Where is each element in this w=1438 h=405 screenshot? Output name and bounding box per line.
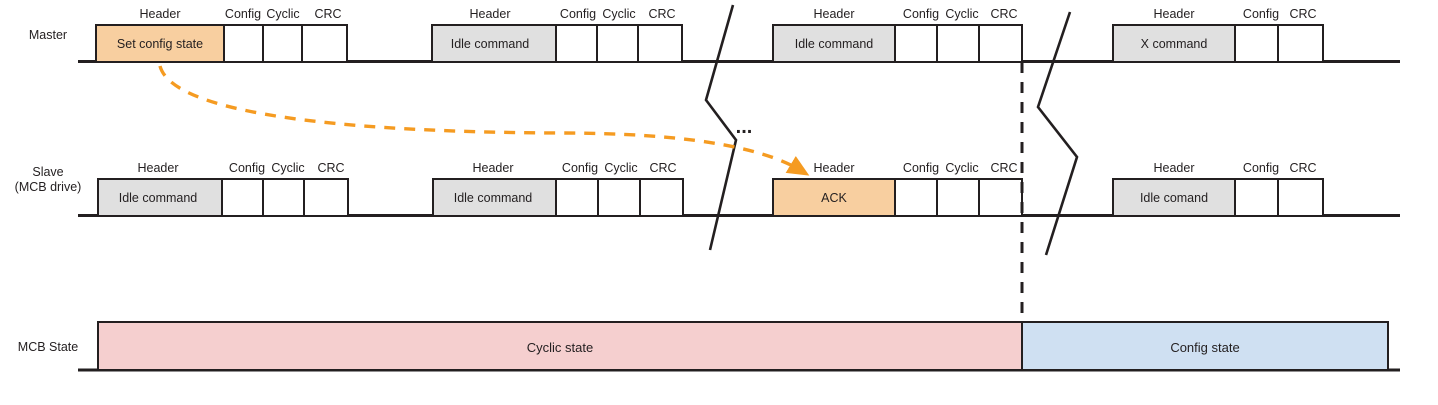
master-frame-3-header-label: Header — [814, 7, 855, 21]
row-label-slave-line1: Slave — [32, 165, 63, 179]
master-frame-2-config-label: Config — [560, 7, 596, 21]
slave-frame-4-config-box — [1234, 178, 1279, 217]
state-config-box — [1021, 321, 1389, 371]
master-frame-2-crc-box — [637, 24, 683, 63]
timeline-ellipsis: ... — [736, 116, 753, 138]
row-label-slave-line2: (MCB drive) — [15, 180, 82, 194]
master-frame-1-config-label: Config — [225, 7, 261, 21]
master-frame-4-crc-label: CRC — [1289, 7, 1316, 21]
master-frame-1-crc-box — [301, 24, 348, 63]
state-config-label: Config state — [1170, 340, 1239, 355]
master-frame-2-config-box — [555, 24, 598, 63]
slave-frame-2-config-box — [555, 178, 599, 217]
slave-frame-4-crc-box — [1277, 178, 1324, 217]
slave-frame-3-crc-box — [978, 178, 1023, 217]
master-frame-3-cyclic-box — [936, 24, 980, 63]
slave-frame-4-header-text: Idle comand — [1140, 191, 1208, 205]
master-frame-4-header-label: Header — [1154, 7, 1195, 21]
config-request-arrow — [158, 65, 810, 176]
state-config: Config state — [1021, 321, 1389, 371]
slave-frame-4-config-label: Config — [1243, 161, 1279, 175]
slave-frame-4-header-label: Header — [1154, 161, 1195, 175]
slave-frame-3-header-text: ACK — [821, 191, 847, 205]
master-frame-1-cyclic-box — [262, 24, 303, 63]
master-frame-3-header-text: Idle command — [795, 37, 874, 51]
master-frame-1-cyclic-label: Cyclic — [266, 7, 299, 21]
slave-frame-1-crc-label: CRC — [317, 161, 344, 175]
slave-frame-2-config-label: Config — [562, 161, 598, 175]
master-frame-2: Header Config Cyclic CRC Idle command — [431, 7, 683, 63]
master-frame-4: Header Config CRC X command — [1112, 7, 1324, 63]
slave-frame-1-crc-box — [303, 178, 349, 217]
state-cyclic: Cyclic state — [97, 321, 1023, 371]
slave-frame-1-header-label: Header — [138, 161, 179, 175]
master-frame-2-crc-label: CRC — [648, 7, 675, 21]
slave-frame-3-cyclic-box — [936, 178, 980, 217]
slave-frame-1: Header Config Cyclic CRC Idle command — [97, 161, 349, 217]
slave-frame-1-cyclic-box — [262, 178, 305, 217]
slave-frame-1-config-label: Config — [229, 161, 265, 175]
slave-frame-1-header-text: Idle command — [119, 191, 198, 205]
master-frame-1-crc-label: CRC — [314, 7, 341, 21]
slave-frame-2-header-text: Idle command — [454, 191, 533, 205]
slave-frame-3-cyclic-label: Cyclic — [945, 161, 978, 175]
slave-frame-3-config-label: Config — [903, 161, 939, 175]
master-frame-4-config-label: Config — [1243, 7, 1279, 21]
slave-frame-1-cyclic-label: Cyclic — [271, 161, 304, 175]
slave-frame-3-config-box — [894, 178, 938, 217]
slave-frame-2-header-box — [432, 178, 557, 217]
master-frame-2-header-box — [431, 24, 557, 63]
row-label-master: Master — [29, 28, 67, 42]
slave-frame-1-config-box — [221, 178, 264, 217]
master-frame-4-header-text: X command — [1141, 37, 1208, 51]
slave-frame-2-cyclic-box — [597, 178, 641, 217]
master-frame-2-cyclic-box — [596, 24, 639, 63]
master-frame-1-header-label: Header — [140, 7, 181, 21]
slave-frame-2-crc-box — [639, 178, 684, 217]
state-cyclic-label: Cyclic state — [527, 340, 593, 355]
master-frame-3-crc-label: CRC — [990, 7, 1017, 21]
master-frame-2-cyclic-label: Cyclic — [602, 7, 635, 21]
timeline-break-1 — [704, 4, 738, 251]
row-label-mcb-state: MCB State — [18, 340, 78, 354]
state-cyclic-box — [97, 321, 1023, 371]
master-frame-4-crc-box — [1277, 24, 1324, 63]
slave-frame-2-header-label: Header — [473, 161, 514, 175]
master-frame-1-config-box — [223, 24, 264, 63]
slave-frame-2: Header Config Cyclic CRC Idle command — [432, 161, 684, 217]
master-frame-3-crc-box — [978, 24, 1023, 63]
slave-frame-4-crc-label: CRC — [1289, 161, 1316, 175]
master-frame-3-cyclic-label: Cyclic — [945, 7, 978, 21]
master-frame-1: Header Config Cyclic CRC Set config stat… — [95, 7, 348, 63]
slave-frame-4-header-box — [1112, 178, 1236, 217]
master-frame-1-header-text: Set config state — [117, 37, 203, 51]
slave-frame-2-crc-label: CRC — [649, 161, 676, 175]
slave-frame-2-cyclic-label: Cyclic — [604, 161, 637, 175]
master-frame-2-header-text: Idle command — [451, 37, 530, 51]
master-frame-3: Header Config Cyclic CRC Idle command — [772, 7, 1023, 63]
master-frame-3-header-box — [772, 24, 896, 63]
master-frame-3-config-box — [894, 24, 938, 63]
slave-frame-3-header-label: Header — [814, 161, 855, 175]
master-frame-2-header-label: Header — [470, 7, 511, 21]
slave-frame-3-header-box — [772, 178, 896, 217]
slave-frame-4: Header Config CRC Idle comand — [1112, 161, 1324, 217]
master-frame-3-config-label: Config — [903, 7, 939, 21]
slave-frame-3-crc-label: CRC — [990, 161, 1017, 175]
timeline-break-2 — [1036, 11, 1079, 256]
master-frame-4-config-box — [1234, 24, 1279, 63]
slave-frame-3: Header Config Cyclic CRC ACK — [772, 161, 1023, 217]
